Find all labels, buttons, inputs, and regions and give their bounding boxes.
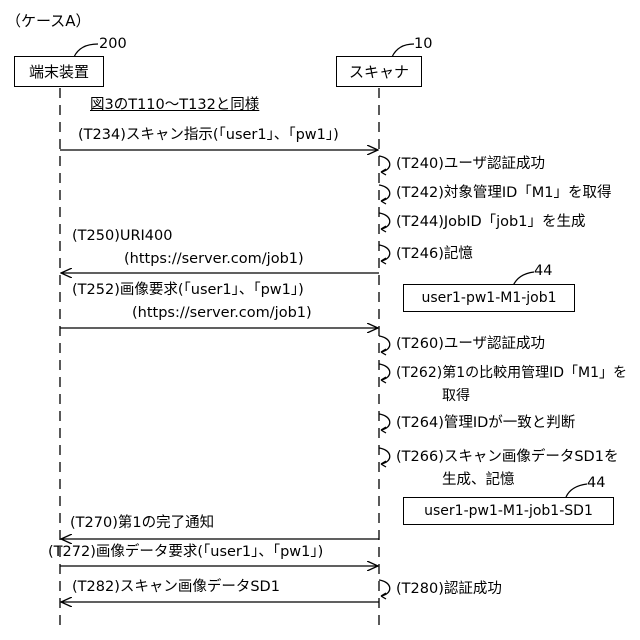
note2-ref-number: 44 — [587, 476, 605, 491]
note1-ref-number: 44 — [534, 264, 552, 279]
t242-curl — [379, 185, 390, 204]
t264-label: (T264)管理IDが一致と判断 — [396, 416, 575, 431]
t250-label-line2: (https://server.com/job1) — [124, 252, 304, 267]
t280-curl — [379, 580, 390, 599]
note1-box: user1-pw1-M1-job1 — [403, 284, 575, 312]
t242-label: (T242)対象管理ID「M1」を取得 — [396, 186, 612, 201]
t266-label-line2: 生成、記憶 — [442, 473, 515, 488]
same-as-note: 図3のT110～T132と同様 — [90, 98, 259, 113]
t250-label-line1: (T250)URI400 — [72, 229, 173, 244]
note1-text: user1-pw1-M1-job1 — [421, 290, 556, 306]
t244-curl — [379, 213, 390, 232]
scanner-actor-box: スキャナ — [336, 56, 422, 87]
scanner-actor-label: スキャナ — [349, 61, 409, 82]
t260-label: (T260)ユーザ認証成功 — [396, 337, 545, 352]
terminal-actor-box: 端末装置 — [14, 56, 104, 87]
scanner-ref-number: 10 — [414, 37, 432, 52]
t240-label: (T240)ユーザ認証成功 — [396, 157, 545, 172]
case-title: （ケースA） — [6, 14, 91, 29]
t262-curl — [379, 364, 390, 383]
t264-curl — [379, 414, 390, 433]
t282-label: (T282)スキャン画像データSD1 — [72, 580, 280, 595]
t246-label: (T246)記憶 — [396, 247, 473, 262]
terminal-actor-label: 端末装置 — [29, 61, 89, 82]
t252-label-line2: (https://server.com/job1) — [132, 306, 312, 321]
t280-label: (T280)認証成功 — [396, 582, 502, 597]
t272-label: (T272)画像データ要求(「user1」、「pw1」) — [48, 545, 323, 560]
self-step-curls — [379, 156, 390, 599]
t260-curl — [379, 336, 390, 355]
note2-box: user1-pw1-M1-job1-SD1 — [403, 497, 614, 525]
t270-label: (T270)第1の完了通知 — [70, 516, 214, 531]
note2-text: user1-pw1-M1-job1-SD1 — [424, 503, 593, 519]
t262-label-line1: (T262)第1の比較用管理ID「M1」を — [396, 366, 627, 380]
t252-label-line1: (T252)画像要求(「user1」、「pw1」) — [72, 283, 304, 298]
t266-label-line1: (T266)スキャン画像データSD1を — [396, 450, 618, 465]
t266-curl — [379, 448, 390, 467]
t240-curl — [379, 156, 390, 175]
note2-ref-leader — [566, 484, 587, 497]
t262-label-line2: 取得 — [442, 389, 470, 403]
t234-label: (T234)スキャン指示(「user1」、「pw1」) — [78, 128, 339, 143]
t244-label: (T244)JobID「job1」を生成 — [396, 215, 585, 230]
t246-curl — [379, 245, 390, 264]
terminal-ref-number: 200 — [99, 37, 127, 52]
